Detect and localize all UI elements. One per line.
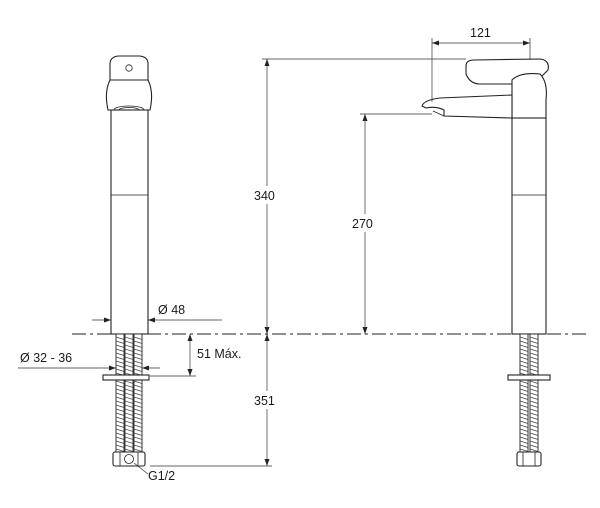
front-column [110,109,149,335]
spout-height-label: 270 [352,217,373,231]
base-diameter-label: Ø 48 [158,303,185,317]
total-height-label: 340 [254,189,275,203]
dim-hole-diameter: Ø 32 - 36 [18,351,160,371]
front-fixing-plate [102,374,150,381]
dim-connection: G1/2 [133,462,175,483]
side-fixing-plate [507,374,551,381]
side-connector [516,451,542,467]
dim-base-diameter: Ø 48 [92,303,222,323]
side-view [421,58,551,467]
connection-thread-label: G1/2 [148,469,175,483]
front-view [102,55,153,467]
front-spout-head [105,79,153,111]
dim-spout-height: 270 [350,113,432,334]
dim-spout-reach: 121 [431,26,531,102]
side-spout [421,94,513,119]
front-connector [112,451,146,467]
side-shank [519,333,539,453]
below-deck-label: 351 [254,394,275,408]
dim-max-deck: 51 Máx. [150,334,241,377]
side-column [511,117,547,335]
front-shank [115,333,143,453]
front-handle [109,55,149,81]
hole-diameter-label: Ø 32 - 36 [20,351,72,365]
dim-below-deck: 351 [150,334,284,467]
spout-reach-label: 121 [470,26,491,40]
max-deck-label: 51 Máx. [197,347,241,361]
side-body-cap [511,73,547,119]
